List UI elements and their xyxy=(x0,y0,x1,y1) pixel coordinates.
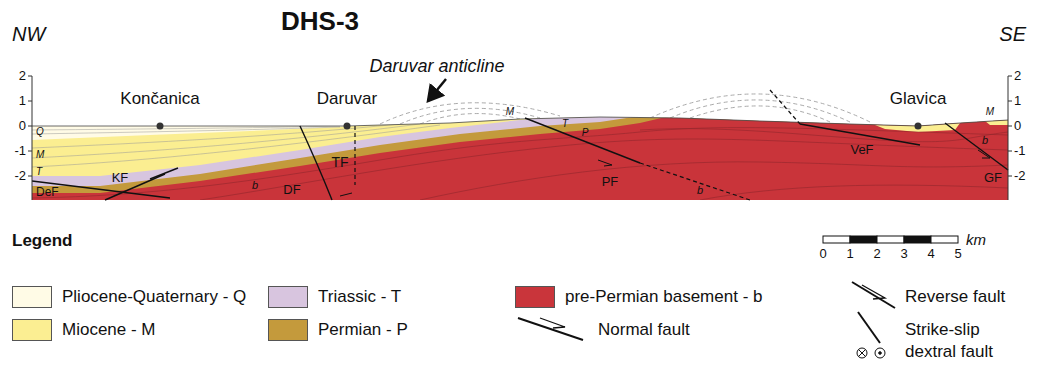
axis-number: 0 xyxy=(19,119,26,134)
town-label: Končanica xyxy=(120,89,199,109)
fault-name: VeF xyxy=(850,143,873,158)
fault-name: KF xyxy=(112,171,129,186)
orientation-label: NW xyxy=(12,23,45,46)
axis-number: 1 xyxy=(1014,94,1021,109)
legend-text: Permian - P xyxy=(318,320,408,340)
unit-letter: b xyxy=(982,134,988,147)
town-label: Glavica xyxy=(890,89,947,109)
unit-letter: b xyxy=(697,184,703,197)
legend-swatch xyxy=(268,286,308,308)
scale-number: 4 xyxy=(927,247,934,262)
orientation-label: SE xyxy=(999,23,1026,46)
legend-swatch xyxy=(268,319,308,341)
scale-number: 3 xyxy=(900,247,907,262)
legend-text: Normal fault xyxy=(598,320,690,340)
axis-number: 2 xyxy=(19,69,26,84)
unit-letter: b xyxy=(252,179,258,192)
fault-name: DeF xyxy=(36,186,59,200)
fault-name: PF xyxy=(602,175,619,190)
legend-text: Pliocene-Quaternary - Q xyxy=(62,287,246,307)
legend-heading: Legend xyxy=(12,231,72,251)
unit-letter: M xyxy=(506,106,514,118)
fault-name: DF xyxy=(283,183,300,198)
legend-text: Miocene - M xyxy=(62,320,156,340)
legend-text: pre-Permian basement - b xyxy=(565,287,762,307)
fault-name: GF xyxy=(984,171,1002,186)
legend-text: Triassic - T xyxy=(318,287,401,307)
fault-name: TF xyxy=(331,154,348,170)
scale-unit: km xyxy=(966,231,986,248)
legend-swatch xyxy=(12,286,52,308)
axis-number: 1 xyxy=(19,94,26,109)
scale-number: 1 xyxy=(846,247,853,262)
legend-text: Reverse fault xyxy=(905,287,1005,307)
legend-text: Strike-slip dextral fault xyxy=(905,319,1030,363)
axis-number: 0 xyxy=(1014,119,1021,134)
axis-number: -1 xyxy=(14,144,26,159)
scale-number: 5 xyxy=(954,247,961,262)
unit-letter: T xyxy=(562,118,568,130)
axis-number: -2 xyxy=(1014,169,1026,184)
structure-label: Daruvar anticline xyxy=(369,56,504,77)
legend-swatch xyxy=(515,286,555,308)
unit-letter: M xyxy=(986,106,994,118)
unit-letter: Q xyxy=(36,126,44,138)
unit-letter: T xyxy=(36,166,42,178)
scale-number: 2 xyxy=(873,247,880,262)
legend-swatch xyxy=(12,319,52,341)
scale-number: 0 xyxy=(819,247,826,262)
axis-number: -2 xyxy=(14,169,26,184)
unit-letter: P xyxy=(582,127,589,139)
axis-number: 2 xyxy=(1014,69,1021,84)
diagram-title: DHS-3 xyxy=(281,7,359,37)
town-label: Daruvar xyxy=(317,89,377,109)
axis-number: -1 xyxy=(1014,144,1026,159)
unit-letter: M xyxy=(36,149,44,161)
